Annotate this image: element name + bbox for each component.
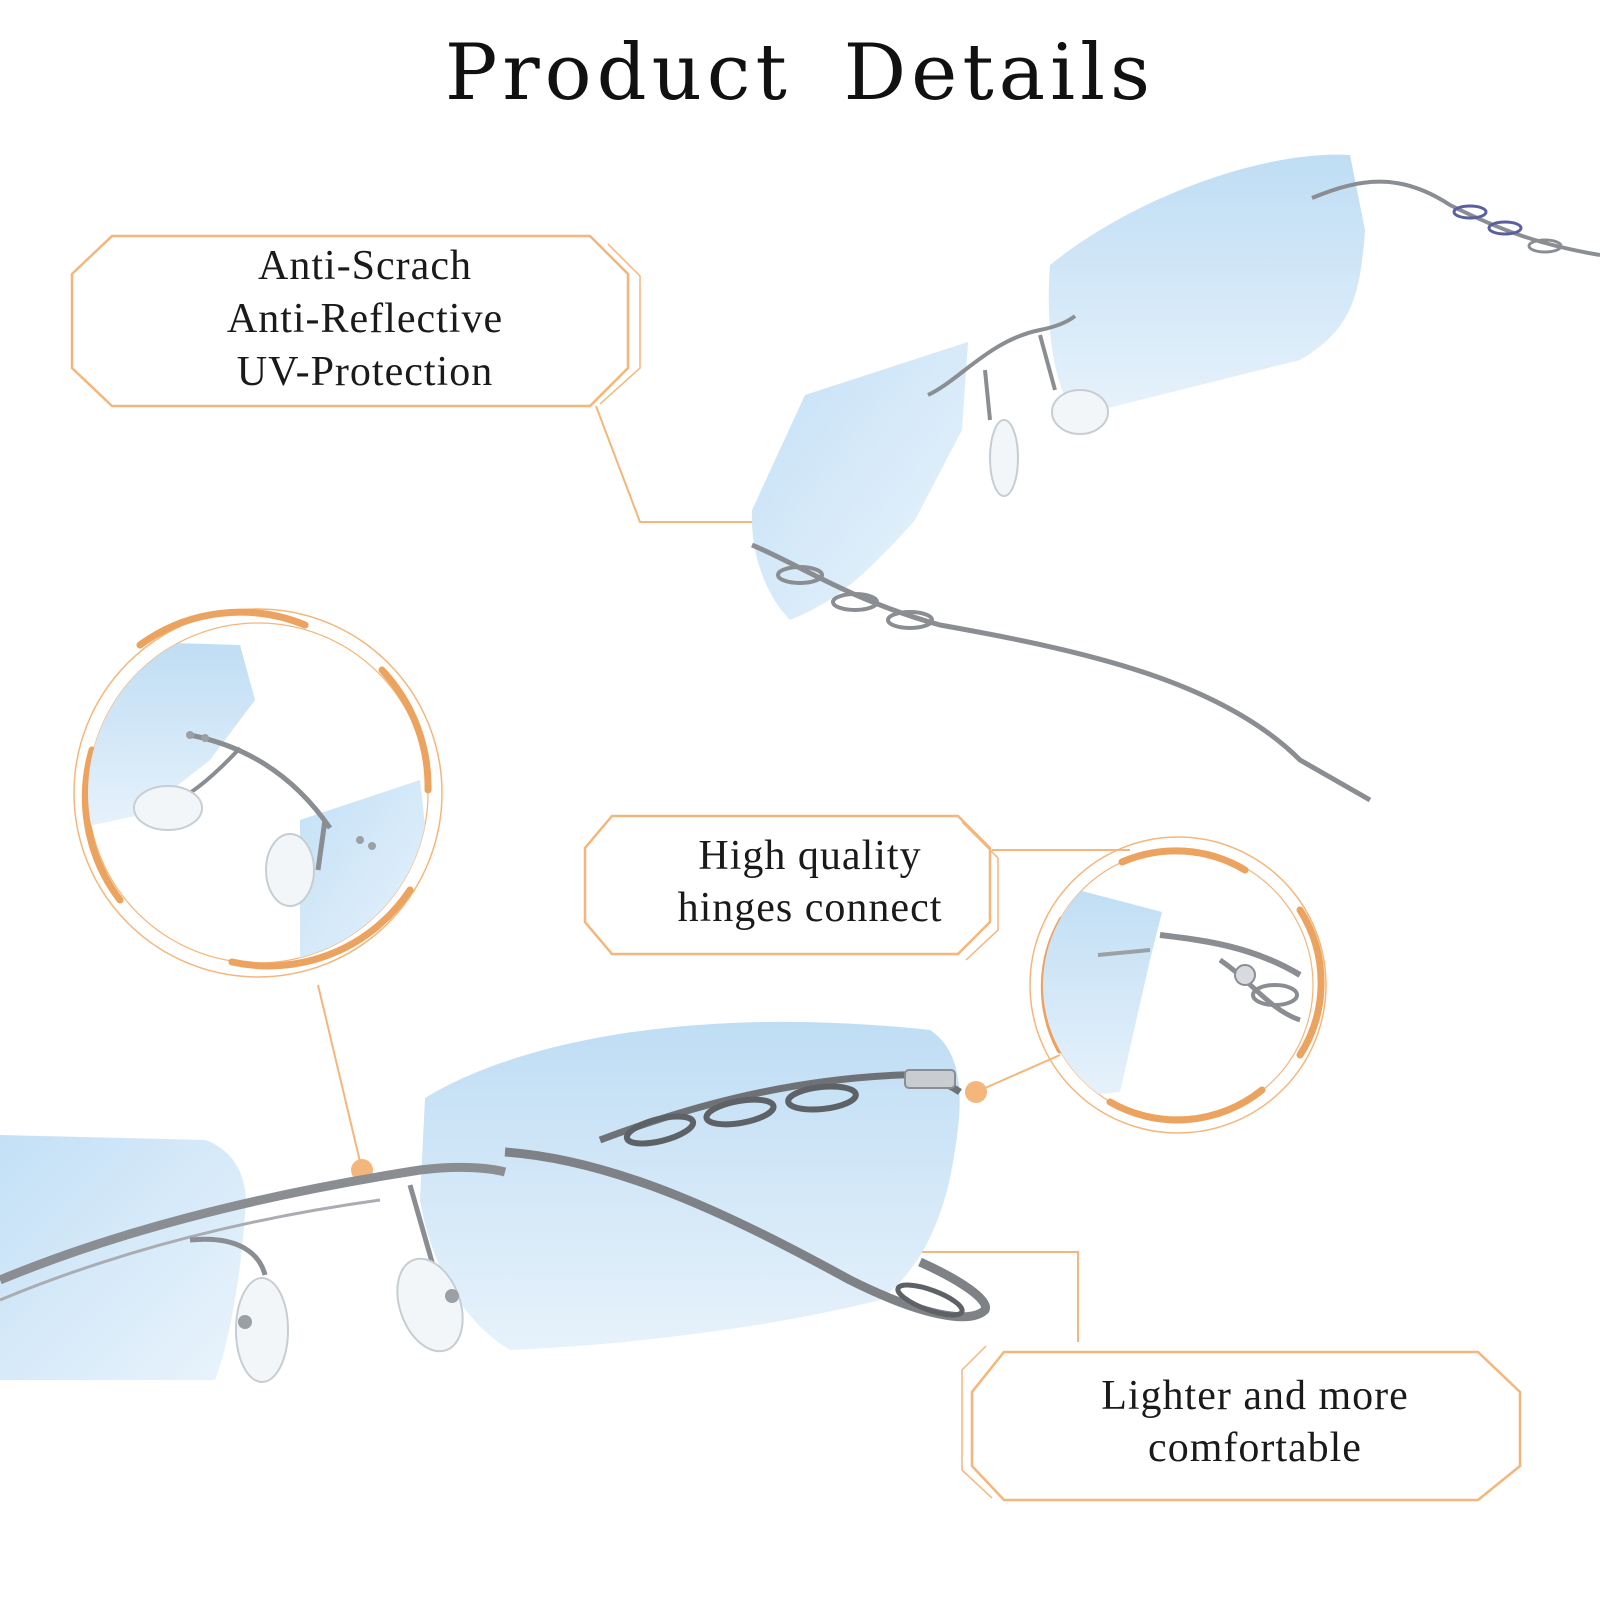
glasses-bottom <box>0 1021 990 1383</box>
hinges-line-2: hinges connect <box>677 885 943 931</box>
callout-features: Anti-Scrach Anti-Reflective UV-Protectio… <box>110 240 620 399</box>
leader-hinges <box>965 849 1130 1103</box>
lighter-line-1: Lighter and more <box>1101 1373 1409 1419</box>
feature-anti-reflective: Anti-Reflective <box>226 296 504 342</box>
hinges-line-1: High quality <box>698 833 922 879</box>
feature-uv-protection: UV-Protection <box>236 349 494 395</box>
callout-hinges: High quality hinges connect <box>590 830 1030 934</box>
callout-frame-lighter <box>961 1345 1522 1502</box>
callout-lighter: Lighter and more comfortable <box>975 1370 1535 1474</box>
feature-anti-scratch: Anti-Scrach <box>258 243 472 289</box>
callout-frame-hinges <box>583 814 999 961</box>
leader-bridge <box>317 984 373 1181</box>
callout-frame-features <box>70 234 641 408</box>
page-title: Product Details <box>444 28 1156 118</box>
detail-circle-hinge <box>1029 836 1327 1134</box>
glasses-top <box>751 154 1600 803</box>
detail-circle-bridge <box>73 608 443 978</box>
lighter-line-2: comfortable <box>1148 1425 1362 1471</box>
